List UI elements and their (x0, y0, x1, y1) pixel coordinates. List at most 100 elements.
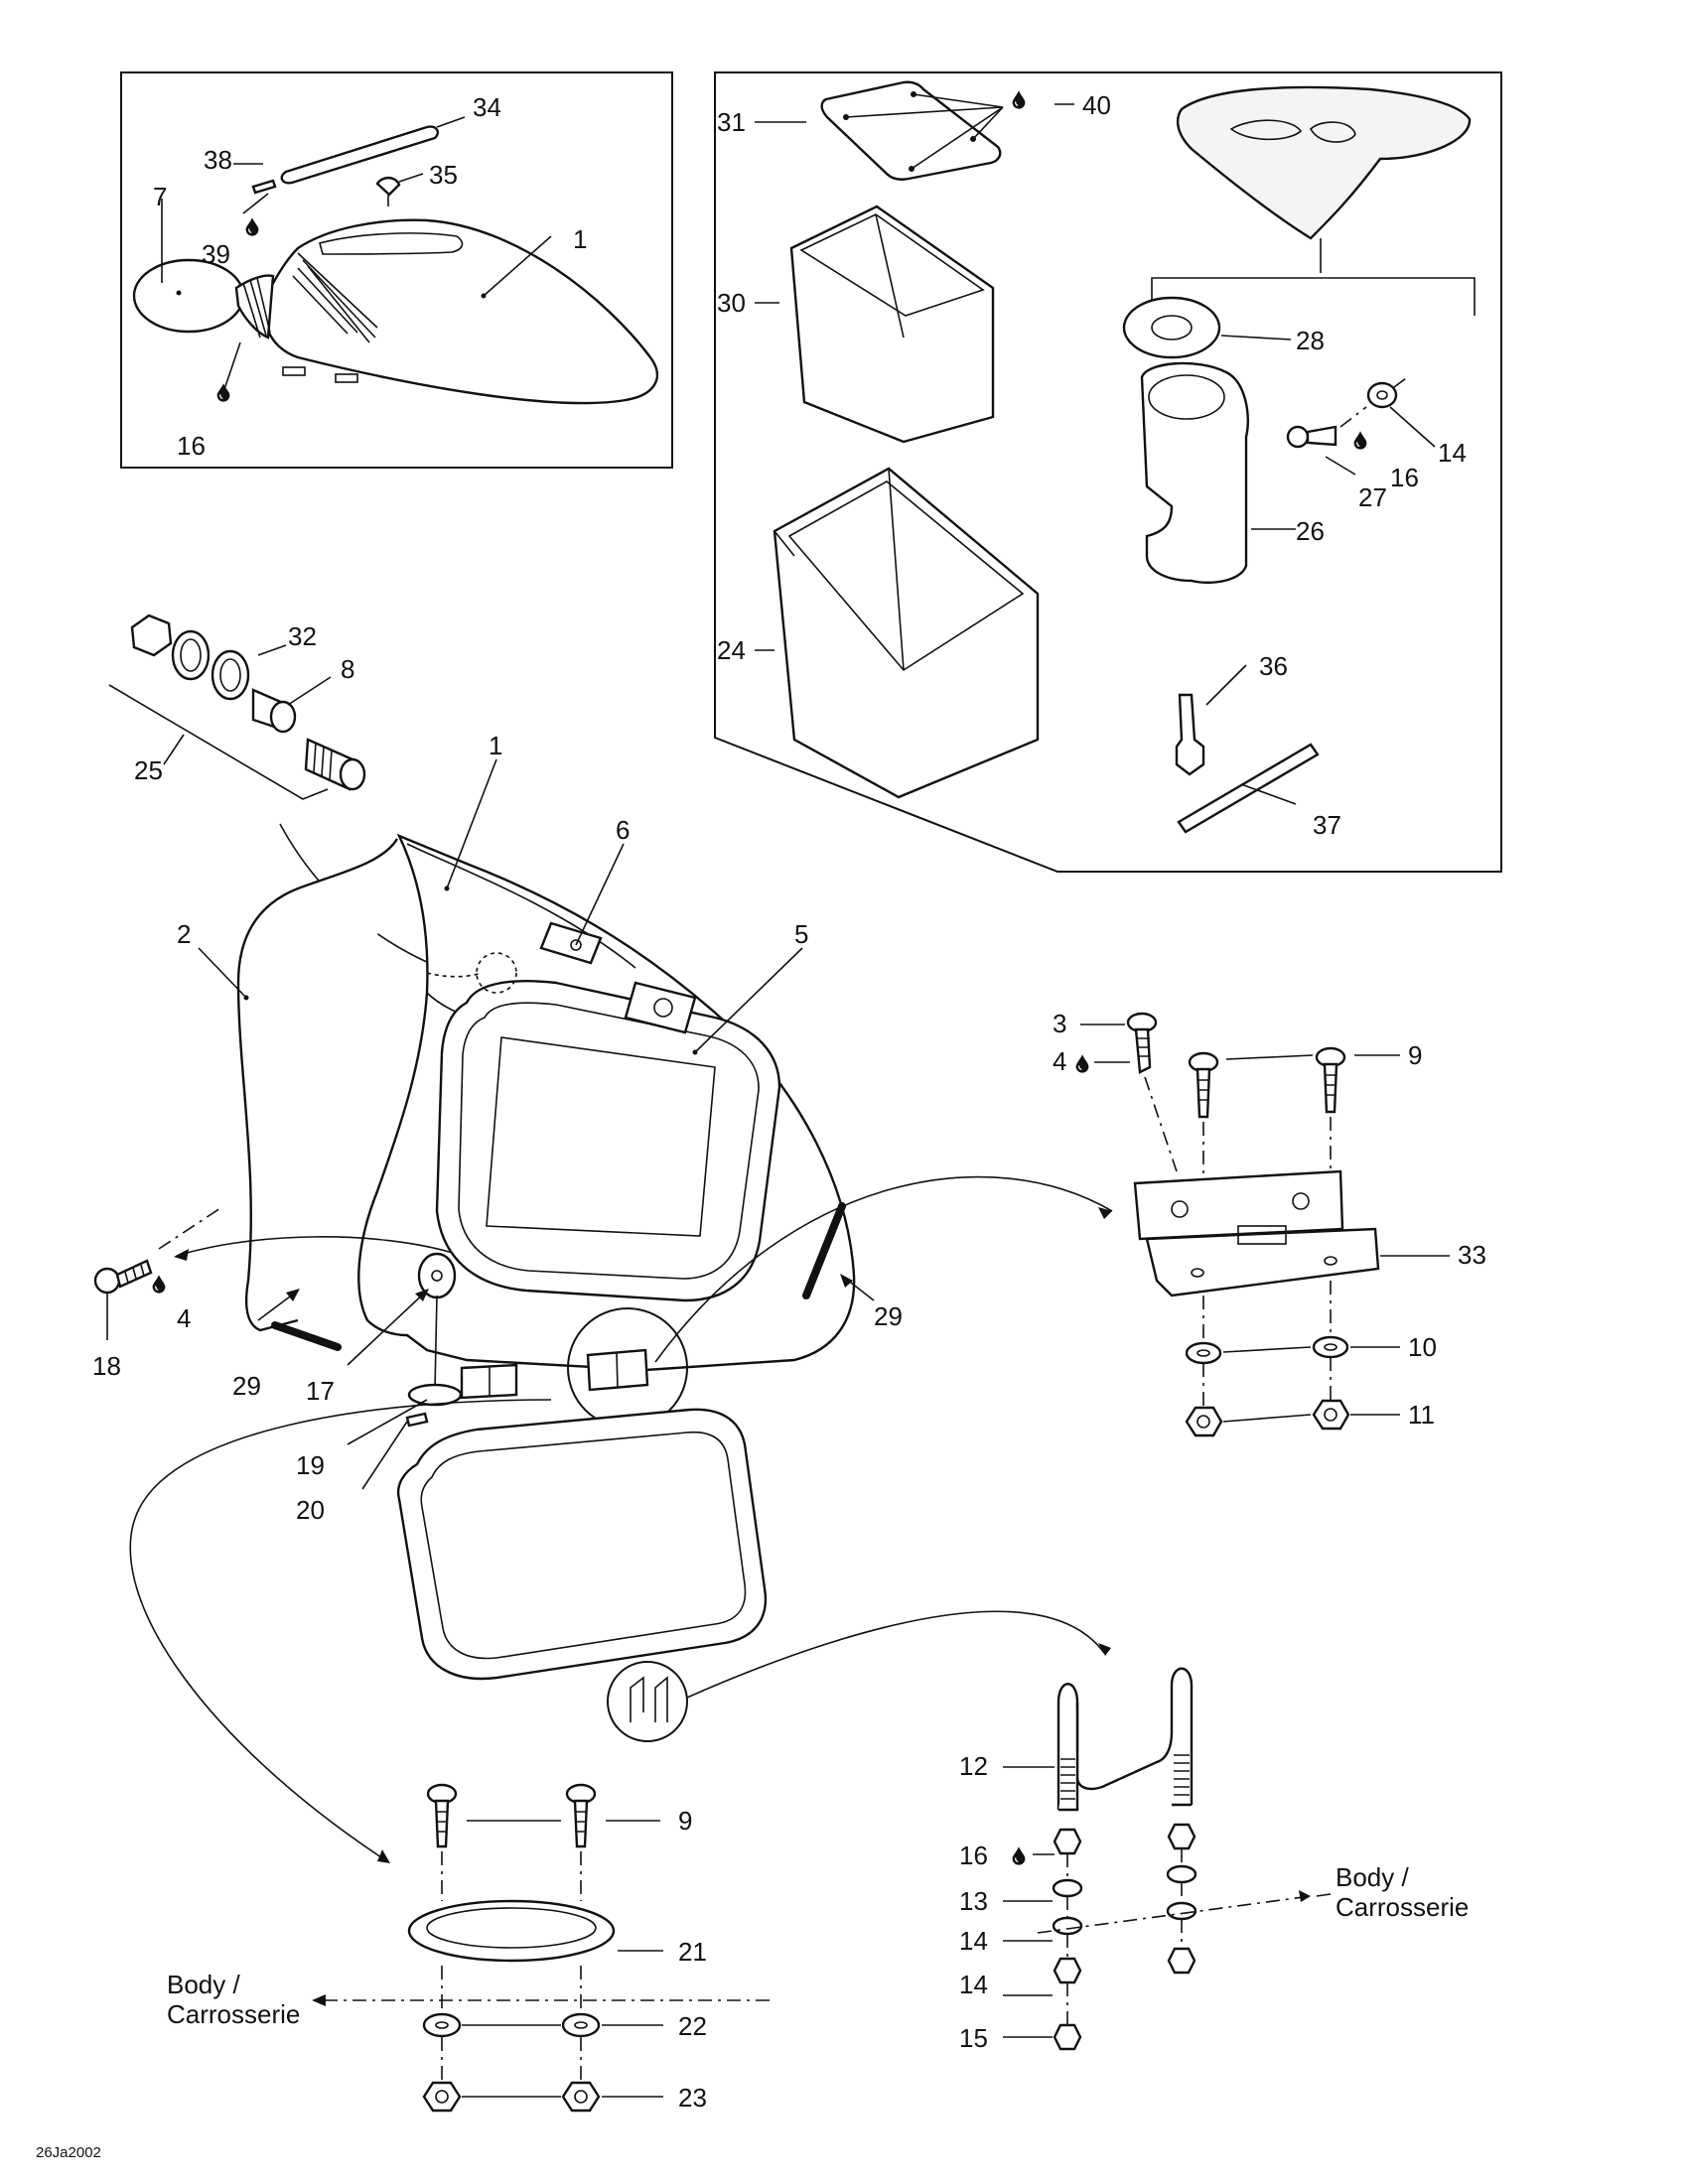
callout-36: 36 (1259, 651, 1288, 681)
callout-9-hinge: 9 (1408, 1040, 1422, 1070)
washer-22-left (422, 2012, 462, 2038)
callout-4-hinge: 4 (1053, 1046, 1066, 1076)
nut-23-right (561, 2081, 601, 2113)
upper-left-inset-box (120, 71, 673, 469)
callout-21: 21 (678, 1937, 707, 1967)
rod-37 (1177, 743, 1320, 834)
callout-34: 34 (473, 92, 501, 122)
nut-11-right (1312, 1399, 1350, 1431)
gasket-5 (435, 980, 781, 1302)
hinge-small (460, 1363, 518, 1400)
callout-15: 15 (959, 2023, 988, 2053)
u-bolt-hardware-left (1052, 1828, 1083, 1984)
washer-14-upper (1366, 381, 1398, 409)
callout-37: 37 (1313, 810, 1341, 840)
screw-9-right (1315, 1046, 1346, 1114)
callout-29-right: 29 (874, 1301, 903, 1331)
gasket-lower (396, 1408, 768, 1681)
callout-3: 3 (1053, 1009, 1066, 1038)
body-label-left-line1: Body / (167, 1970, 240, 1999)
body-label-right-line2: Carrosserie (1336, 1892, 1469, 1922)
washer-22-right (561, 2012, 601, 2038)
callout-27: 27 (1358, 482, 1387, 512)
callout-29-left: 29 (232, 1371, 261, 1401)
sealant-drop-icon (244, 216, 260, 236)
lid-31 (820, 80, 1004, 181)
callout-12: 12 (959, 1751, 988, 1781)
bladder-7 (132, 258, 275, 340)
nut-23-left (422, 2081, 462, 2113)
callout-31: 31 (717, 107, 746, 137)
upper-right-inset-box (714, 71, 1502, 873)
bin-24 (773, 467, 1040, 799)
screw-9-lower-right (565, 1783, 597, 1848)
pin-38 (251, 179, 277, 195)
sealant-drop-icon (1352, 430, 1368, 450)
window-recess (486, 1036, 716, 1237)
sealant-drop-icon (1011, 1845, 1027, 1865)
hinge-33 (1133, 1169, 1380, 1297)
callout-39: 39 (202, 239, 230, 269)
wrench-36 (1175, 693, 1205, 776)
sealant-drop-icon (151, 1274, 167, 1294)
callout-14-upper: 14 (1438, 438, 1467, 468)
clip-35 (375, 176, 401, 206)
callout-9-lower: 9 (678, 1806, 692, 1836)
callout-18: 18 (92, 1351, 121, 1381)
callout-6: 6 (616, 815, 630, 845)
callout-11: 11 (1408, 1400, 1435, 1430)
callout-1-main: 1 (489, 731, 502, 760)
callout-17: 17 (306, 1376, 335, 1406)
callout-32: 32 (288, 621, 317, 651)
callout-14-ubolt-b: 14 (959, 1970, 988, 1999)
callout-40: 40 (1082, 90, 1111, 120)
callout-33: 33 (1458, 1240, 1486, 1270)
sealant-drop-icon (1011, 89, 1027, 109)
holder-26 (1140, 361, 1249, 585)
screw-27 (1286, 425, 1337, 449)
tube-34 (280, 125, 439, 185)
container-1-upper (263, 218, 659, 405)
fitting-kit-25 (130, 614, 366, 791)
drawing-code: 26Ja2002 (36, 2144, 101, 2161)
callout-28: 28 (1296, 326, 1325, 355)
rod-19 (407, 1295, 463, 1407)
screw-3 (1126, 1012, 1158, 1074)
seal-29-left (271, 1321, 342, 1351)
callout-30: 30 (717, 288, 746, 318)
seal-29-right (802, 1202, 846, 1299)
callout-23: 23 (678, 2083, 707, 2113)
callout-2: 2 (177, 919, 191, 949)
label-6 (539, 921, 603, 965)
u-bolt-hardware-right (1166, 1823, 1197, 1975)
cover-28 (1122, 296, 1221, 359)
callout-16-box: 16 (1390, 463, 1419, 492)
liner-30 (789, 205, 995, 444)
seat-base-assembly (1176, 85, 1472, 240)
callout-8: 8 (341, 654, 354, 684)
callout-35: 35 (429, 160, 458, 190)
label-secondary (624, 981, 697, 1034)
callout-22: 22 (678, 2011, 707, 2041)
callout-24: 24 (717, 635, 746, 665)
screw-9-lower-left (426, 1783, 458, 1848)
nut-11-left (1185, 1406, 1223, 1437)
callout-16-ubolt: 16 (959, 1841, 988, 1870)
sealant-drop-icon (215, 382, 231, 402)
callout-16-upper: 16 (177, 431, 206, 461)
callout-4-left: 4 (177, 1303, 191, 1333)
retaining-ring-21 (407, 1899, 616, 1963)
callout-13: 13 (959, 1886, 988, 1916)
u-bolt-12 (1056, 1667, 1194, 1812)
callout-14-ubolt-a: 14 (959, 1926, 988, 1956)
callout-7: 7 (153, 182, 167, 211)
callout-1-upper: 1 (573, 224, 587, 254)
callout-5: 5 (794, 919, 808, 949)
sealant-drop-icon (1074, 1053, 1090, 1073)
callout-25: 25 (134, 755, 163, 785)
callout-19: 19 (296, 1450, 325, 1480)
pin-20 (405, 1412, 429, 1428)
callout-10: 10 (1408, 1332, 1437, 1362)
body-label-right-line1: Body / (1336, 1862, 1409, 1892)
